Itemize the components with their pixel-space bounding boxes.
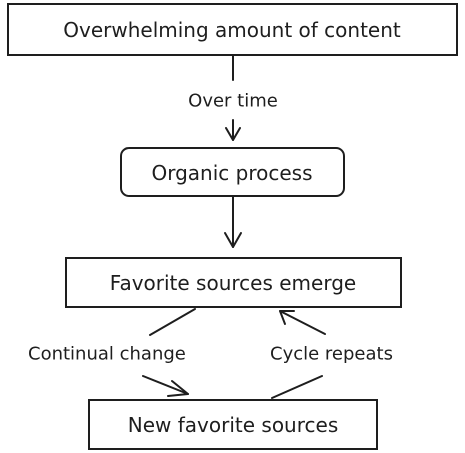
arrowhead-organic <box>225 127 241 141</box>
arrowhead-favorite-cycle <box>279 310 295 325</box>
edge-continual-change-upper <box>149 308 196 336</box>
node-content-label: Overwhelming amount of content <box>63 18 401 42</box>
edge-continual-change-label: Continual change <box>28 344 186 365</box>
node-organic-label: Organic process <box>151 161 312 185</box>
node-favorite-label: Favorite sources emerge <box>110 271 356 295</box>
node-new-favorite: New favorite sources <box>88 399 378 450</box>
edge-cycle-repeats-upper <box>279 310 326 335</box>
node-organic-box <box>120 147 345 197</box>
edge-cycle-repeats-lower <box>271 375 323 399</box>
node-favorite: Favorite sources emerge <box>65 257 402 308</box>
node-content: Overwhelming amount of content <box>7 3 458 56</box>
node-new-favorite-box <box>88 399 378 450</box>
edge-cycle-repeats-label: Cycle repeats <box>270 344 393 365</box>
edge-over-time-label: Over time <box>188 91 278 112</box>
edge-continual-change-lower <box>142 375 189 395</box>
node-new-favorite-label: New favorite sources <box>128 413 338 437</box>
node-organic: Organic process <box>120 147 345 197</box>
arrowhead-new-favorite <box>167 380 189 397</box>
node-content-box <box>7 3 458 56</box>
node-favorite-box <box>65 257 402 308</box>
arrowhead-favorite <box>224 232 242 248</box>
